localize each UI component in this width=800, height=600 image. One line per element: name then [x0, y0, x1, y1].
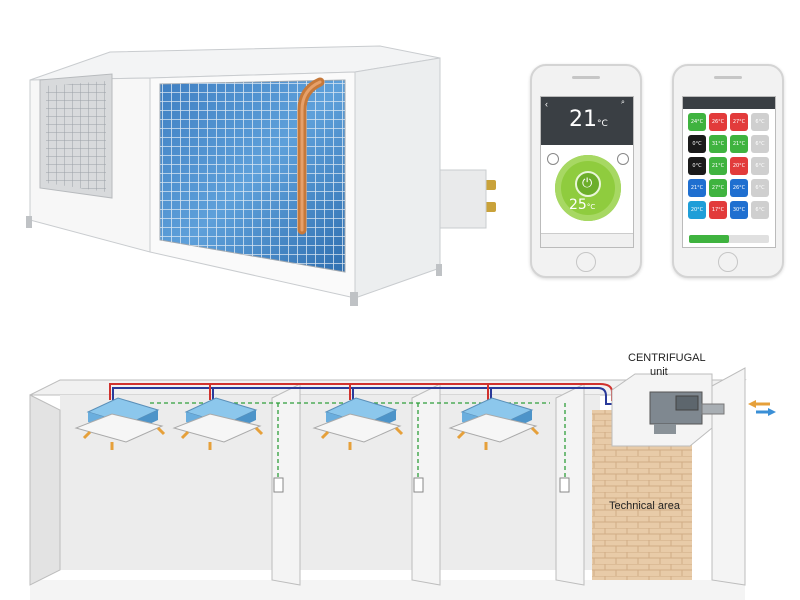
cassette-unit-3	[312, 397, 404, 450]
zone-tile[interactable]: 17°C	[709, 201, 727, 219]
zone-tile[interactable]: 6°C	[751, 113, 769, 131]
zone-tile[interactable]: 30°C	[730, 201, 748, 219]
centrifugal-label: CENTRIFUGAL	[628, 352, 706, 364]
home-button[interactable]	[576, 252, 596, 272]
toggle-active[interactable]	[689, 235, 729, 243]
zone-tile[interactable]: 26°C	[709, 113, 727, 131]
phone-screen: ‹ ⌕ 21°C ⏻ 25°C	[540, 96, 634, 248]
temperature-dial[interactable]: ⏻ 25°C	[555, 155, 621, 221]
power-icon: ⏻	[582, 175, 593, 190]
unit-label: unit	[650, 366, 668, 378]
phone-speaker	[572, 76, 600, 79]
fan-icon[interactable]	[617, 153, 629, 165]
floor	[30, 580, 745, 600]
setpoint-unit: °C	[586, 203, 596, 211]
cassette-unit-1	[74, 397, 166, 450]
zone-tile[interactable]: 24°C	[688, 113, 706, 131]
search-icon[interactable]: ⌕	[621, 99, 625, 106]
bottom-toggle[interactable]	[689, 235, 769, 243]
zone-tile[interactable]: 0°C	[688, 157, 706, 175]
zone-tile[interactable]: 0°C	[688, 135, 706, 153]
outdoor-unit-illustration	[26, 45, 496, 306]
room-thermostat	[413, 477, 424, 493]
zone-tile[interactable]: 20°C	[730, 157, 748, 175]
home-button-2[interactable]	[718, 252, 738, 272]
zone-tile[interactable]: 6°C	[751, 179, 769, 197]
current-temp-unit: °C	[597, 119, 608, 129]
zone-tile[interactable]: 26°C	[730, 179, 748, 197]
zone-tile[interactable]: 20°C	[688, 201, 706, 219]
zone-tile[interactable]: 31°C	[709, 135, 727, 153]
zone-tile[interactable]: 6°C	[751, 201, 769, 219]
cassette-unit-4	[448, 397, 540, 450]
zone-tile[interactable]: 21°C	[730, 135, 748, 153]
back-arrow-icon[interactable]: ‹	[545, 99, 548, 109]
right-wall	[711, 367, 746, 586]
phone-thermostat: ‹ ⌕ 21°C ⏻ 25°C	[530, 64, 642, 278]
setpoint-value: 25	[569, 197, 587, 213]
left-wall	[29, 394, 61, 586]
zone-tile[interactable]: 21°C	[709, 157, 727, 175]
current-temp-value: 21	[569, 107, 597, 132]
zone-tile[interactable]: 6°C	[751, 157, 769, 175]
technical-area-label: Technical area	[609, 500, 680, 512]
phone-speaker-2	[714, 76, 742, 79]
app-header-2	[683, 97, 775, 109]
bottom-tab-bar[interactable]	[541, 233, 633, 247]
app-header	[541, 97, 633, 145]
cassette-unit-2	[172, 397, 264, 450]
power-button[interactable]: ⏻	[575, 171, 601, 197]
zone-tile[interactable]: 27°C	[709, 179, 727, 197]
zone-tile[interactable]: 27°C	[730, 113, 748, 131]
mode-icon[interactable]	[547, 153, 559, 165]
zone-tile[interactable]: 6°C	[751, 135, 769, 153]
zone-tile[interactable]: 21°C	[688, 179, 706, 197]
centrifugal-unit	[611, 373, 725, 447]
airflow-arrows	[748, 400, 776, 416]
building-diagram	[29, 367, 776, 600]
room-thermostat	[273, 477, 284, 493]
room-thermostat	[559, 477, 570, 493]
current-temp: 21°C	[569, 107, 608, 132]
setpoint-temp: 25°C	[569, 197, 595, 213]
